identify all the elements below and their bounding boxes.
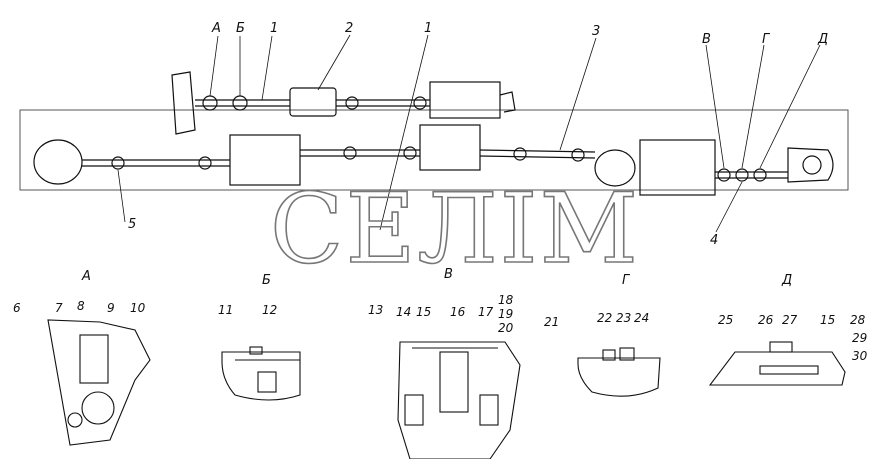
detail-d-num-27: 27 — [782, 313, 798, 327]
lower-unit-3 — [419, 124, 481, 171]
callout-b: Б — [236, 21, 245, 36]
detail-d: Д 25 26 27 15 28 29 30 — [708, 273, 868, 386]
detail-d-num-25: 25 — [718, 313, 733, 327]
detail-v-num-21: 21 — [544, 315, 559, 329]
joint-upper-mid — [345, 96, 359, 110]
callout-d: Д — [817, 32, 828, 47]
callout-1: 1 — [270, 21, 278, 36]
upper-unit-middle — [289, 87, 337, 117]
joint-b — [232, 95, 248, 111]
joint-a — [202, 95, 218, 111]
detail-b-num-12: 12 — [262, 303, 277, 317]
detail-v-num-20: 20 — [498, 321, 514, 335]
lower-unit-4 — [594, 149, 636, 187]
detail-d-num-29: 29 — [852, 331, 867, 345]
detail-g-num-23: 23 — [616, 311, 631, 325]
callout-a: А — [211, 21, 221, 36]
detail-a-num-7: 7 — [55, 301, 63, 315]
lower-unit-5 — [639, 139, 716, 196]
joint-v — [717, 168, 731, 182]
detail-v-title: В — [444, 267, 453, 282]
detail-v-num-13: 13 — [368, 303, 383, 317]
upper-pipe — [499, 91, 516, 113]
joint-d — [753, 168, 767, 182]
upper-unit-left — [171, 71, 196, 135]
detail-v-num-19: 19 — [498, 307, 513, 321]
detail-v-num-15: 15 — [416, 305, 431, 319]
detail-b: Б 11 12 — [218, 273, 301, 401]
detail-a: А 6 7 8 9 10 — [13, 269, 151, 446]
overview-drawing — [19, 34, 849, 233]
lower-shaft-3 — [479, 149, 596, 153]
detail-d-num-30: 30 — [852, 349, 868, 363]
detail-v-num-18: 18 — [498, 293, 514, 307]
joint-g — [735, 168, 749, 182]
detail-a-num-6: 6 — [13, 301, 21, 315]
detail-d-title: Д — [781, 273, 792, 288]
detail-a-title: А — [81, 269, 91, 284]
leader-lines — [117, 34, 821, 233]
callout-1-second: 1 — [424, 21, 432, 36]
detail-v-num-14: 14 — [396, 305, 411, 319]
detail-a-num-8: 8 — [77, 299, 85, 313]
detail-v-num-17: 17 — [478, 305, 494, 319]
joint-5 — [111, 156, 125, 170]
callout-v: В — [702, 32, 711, 47]
detail-v-num-16: 16 — [450, 305, 466, 319]
lower-unit-left — [33, 139, 83, 185]
detail-g-title: Г — [622, 273, 631, 288]
callout-5: 5 — [128, 217, 136, 232]
detail-g-num-22: 22 — [597, 311, 612, 325]
detail-d-num-26: 26 — [758, 313, 774, 327]
detail-g-num-24: 24 — [634, 311, 649, 325]
detail-a-num-9: 9 — [107, 301, 115, 315]
detail-g: Г 22 23 24 — [577, 273, 661, 397]
detail-d-num-15: 15 — [820, 313, 835, 327]
tow-hook — [787, 147, 834, 183]
watermark: СЕЛІМ — [270, 173, 640, 285]
frame-outline — [19, 109, 849, 191]
detail-a-num-10: 10 — [130, 301, 146, 315]
callout-g: Г — [762, 32, 771, 47]
overview-callouts: А Б 1 2 1 3 В Г Д 5 4 — [128, 21, 828, 248]
callout-2: 2 — [345, 21, 353, 36]
detail-v: В 13 14 15 16 17 18 19 20 21 — [368, 267, 559, 459]
detail-b-num-11: 11 — [218, 303, 233, 317]
callout-3: 3 — [592, 24, 600, 39]
upper-unit-right — [429, 81, 501, 119]
callout-4: 4 — [710, 233, 718, 248]
detail-b-title: Б — [262, 273, 271, 288]
joint-upper-right — [413, 96, 427, 110]
detail-d-num-28: 28 — [850, 313, 866, 327]
